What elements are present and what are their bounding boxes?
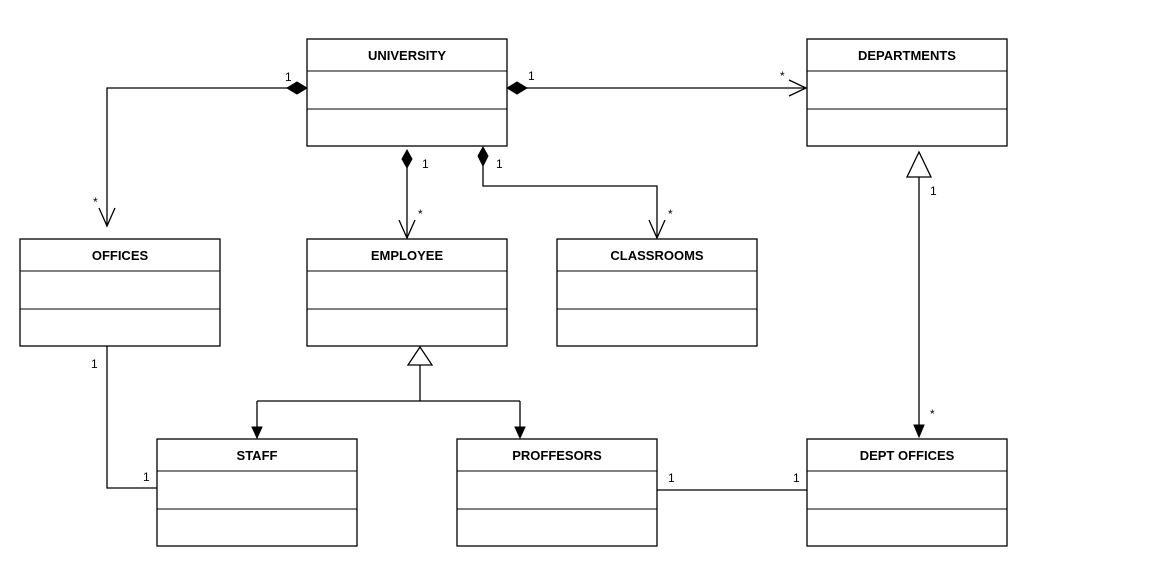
class-offices-box	[19, 238, 221, 347]
mult-offices-staff-dst: 1	[143, 470, 150, 484]
composition-diamond-departments	[506, 81, 528, 95]
class-dept-offices-name: DEPT OFFICES	[860, 448, 955, 463]
class-staff[interactable]: STAFF	[156, 438, 358, 547]
edge-university-offices-line	[106, 87, 288, 226]
class-departments-box	[806, 38, 1008, 147]
class-classrooms-name: CLASSROOMS	[610, 248, 704, 263]
open-arrow-departments	[788, 79, 808, 97]
class-classrooms[interactable]: CLASSROOMS	[556, 238, 758, 347]
generalization-triangle-departments	[905, 150, 933, 178]
arrowhead-proffesors	[514, 426, 526, 440]
class-staff-name: STAFF	[237, 448, 278, 463]
edge-employee-generalization[interactable]	[251, 345, 526, 440]
class-proffesors[interactable]: PROFFESORS	[456, 438, 658, 547]
class-university[interactable]: UNIVERSITY	[306, 38, 508, 147]
open-arrow-offices	[98, 207, 116, 228]
class-dept-offices-box	[806, 438, 1008, 547]
edge-offices-staff[interactable]: 1 1	[91, 346, 157, 489]
class-employee[interactable]: EMPLOYEE	[306, 238, 508, 347]
mult-uni-employee-dst: *	[418, 207, 423, 221]
mult-uni-classrooms-src: 1	[496, 157, 503, 171]
class-proffesors-name: PROFFESORS	[512, 448, 602, 463]
class-classrooms-box	[556, 238, 758, 347]
edge-university-classrooms-line	[482, 166, 658, 238]
arrowhead-deptoffices	[913, 424, 925, 439]
mult-departments-deptoffices-src: 1	[930, 184, 937, 198]
generalization-triangle-employee	[406, 345, 434, 366]
open-arrow-employee	[398, 219, 416, 240]
class-proffesors-box	[456, 438, 658, 547]
edge-departments-deptoffices[interactable]: 1 *	[905, 150, 937, 439]
class-offices-name: OFFICES	[92, 248, 149, 263]
mult-offices-staff-src: 1	[91, 357, 98, 371]
class-university-box	[306, 38, 508, 147]
mult-proffesors-deptoffices-src: 1	[668, 471, 675, 485]
mult-uni-offices-dst: *	[93, 195, 98, 209]
composition-diamond-employee	[401, 148, 413, 170]
mult-proffesors-deptoffices-dst: 1	[793, 471, 800, 485]
edge-university-classrooms[interactable]: 1 *	[477, 145, 673, 240]
edge-proffesors-deptoffices[interactable]: 1 1	[657, 471, 807, 491]
edge-university-departments[interactable]: 1 *	[506, 69, 808, 97]
mult-uni-departments-src: 1	[528, 69, 535, 83]
mult-uni-classrooms-dst: *	[668, 207, 673, 221]
edge-offices-staff-line	[106, 346, 157, 489]
open-arrow-classrooms	[648, 219, 666, 240]
class-departments-name: DEPARTMENTS	[858, 48, 956, 63]
class-university-name: UNIVERSITY	[368, 48, 446, 63]
mult-uni-employee-src: 1	[422, 157, 429, 171]
mult-uni-offices-src: 1	[285, 70, 292, 84]
arrowhead-staff	[251, 426, 263, 440]
class-offices[interactable]: OFFICES	[19, 238, 221, 347]
edge-university-employee[interactable]: 1 *	[398, 148, 429, 240]
composition-diamond-classrooms	[477, 145, 489, 168]
class-employee-name: EMPLOYEE	[371, 248, 444, 263]
mult-departments-deptoffices-dst: *	[930, 407, 935, 421]
composition-diamond-offices	[286, 81, 308, 95]
class-staff-box	[156, 438, 358, 547]
edge-university-offices[interactable]: 1 *	[93, 70, 308, 228]
class-departments[interactable]: DEPARTMENTS	[806, 38, 1008, 147]
class-dept-offices[interactable]: DEPT OFFICES	[806, 438, 1008, 547]
mult-uni-departments-dst: *	[780, 69, 785, 83]
